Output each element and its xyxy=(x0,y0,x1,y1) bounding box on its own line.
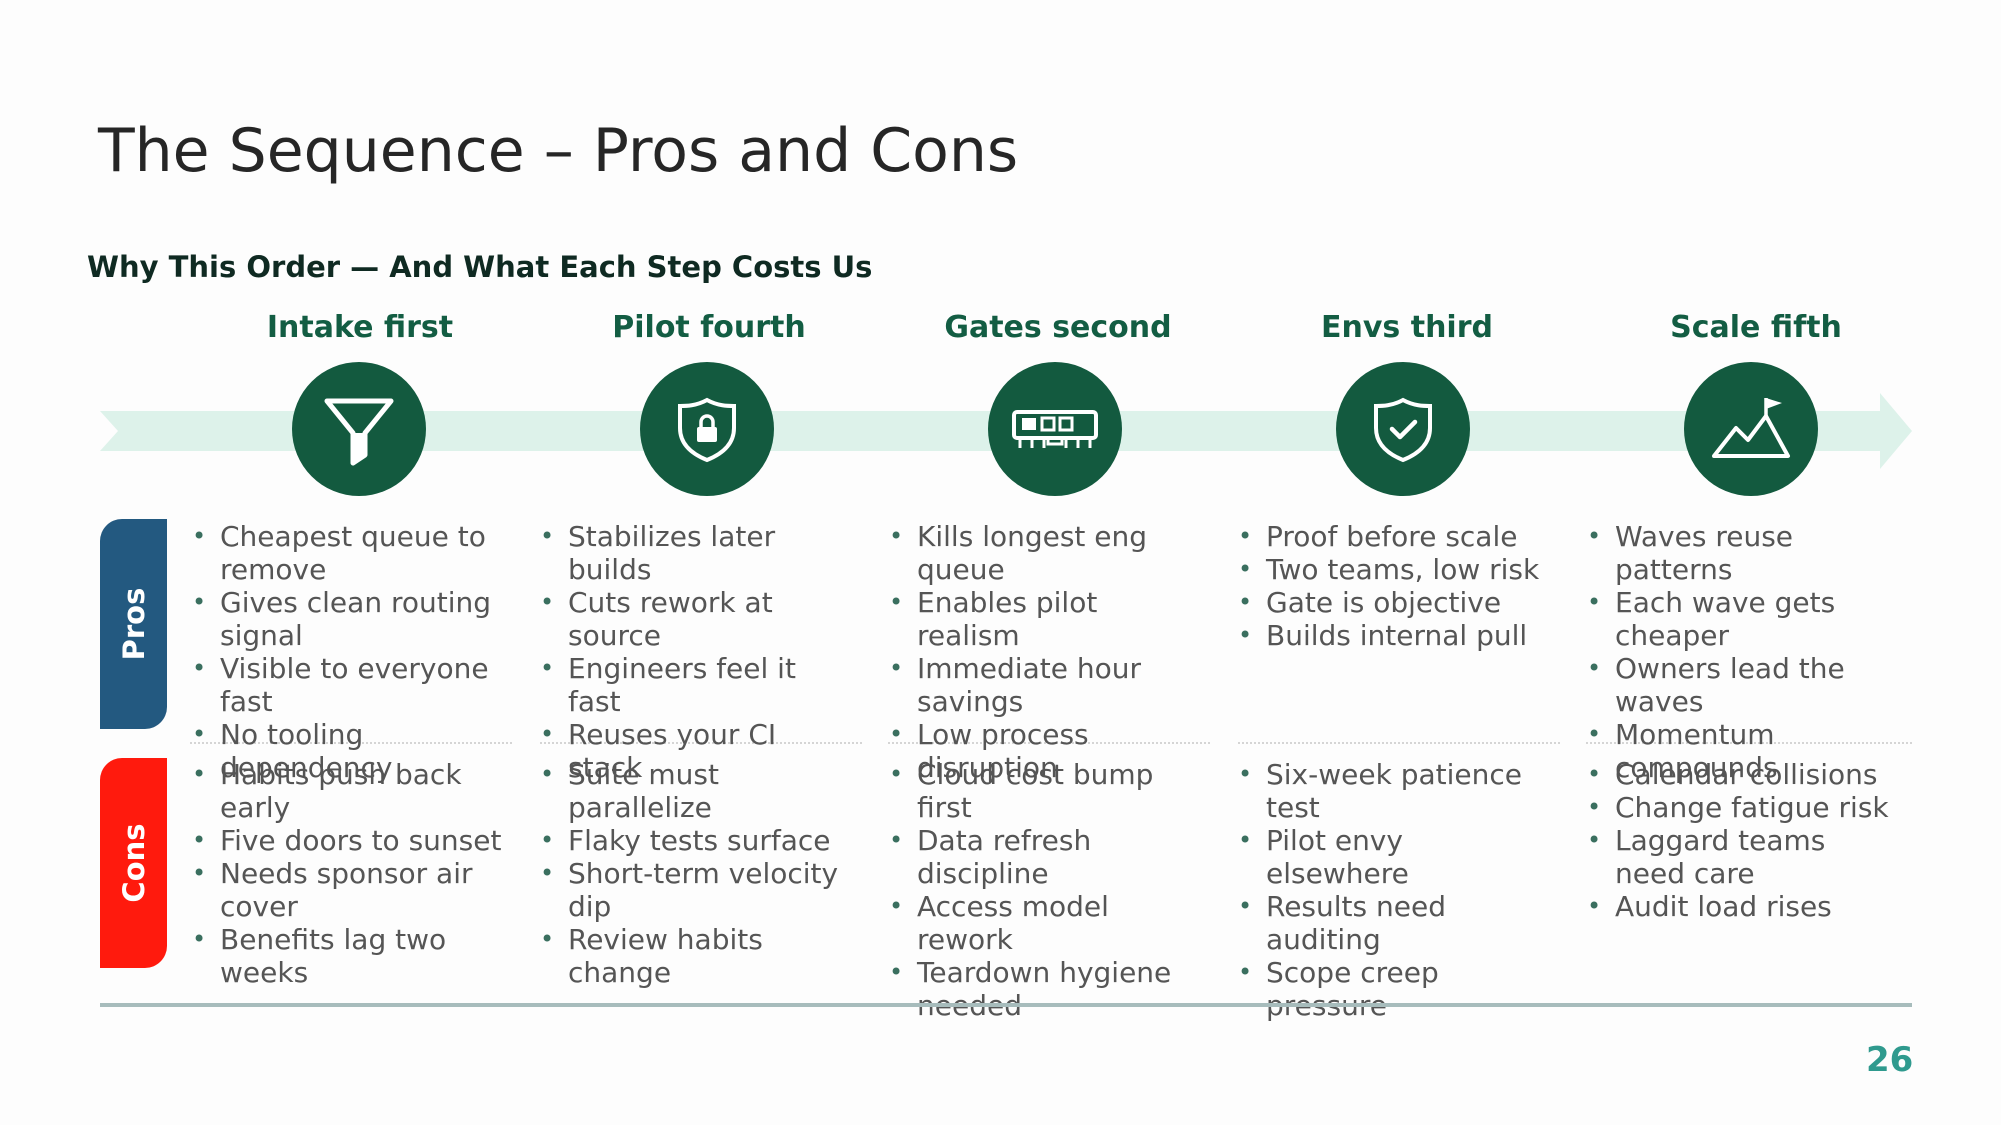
pros-list-scale: Waves reuse patterns Each wave gets chea… xyxy=(1585,520,1900,784)
pros-label: Pros xyxy=(116,587,151,661)
divider xyxy=(1238,742,1560,744)
cons-item: Laggard teams need care xyxy=(1585,824,1900,890)
step-label-intake: Intake first xyxy=(266,310,454,345)
step-circle-pilot xyxy=(640,362,774,496)
cons-list-pilot: Suite must parallelize Flaky tests surfa… xyxy=(538,758,853,989)
page-number: 26 xyxy=(1866,1040,1914,1080)
pros-item: Cheapest queue to remove xyxy=(190,520,505,586)
cons-list-envs: Six-week patience test Pilot envy elsewh… xyxy=(1236,758,1551,1022)
pros-item: Two teams, low risk xyxy=(1236,553,1551,586)
step-label-pilot: Pilot fourth xyxy=(612,310,806,345)
cons-item: Access model rework xyxy=(887,890,1202,956)
cons-item: Habits push back early xyxy=(190,758,505,824)
cons-item: Flaky tests surface xyxy=(538,824,853,857)
footer-rule xyxy=(100,1003,1912,1007)
slide-title: The Sequence – Pros and Cons xyxy=(98,116,1019,186)
cons-item: Suite must parallelize xyxy=(538,758,853,824)
pros-item: Gives clean routing signal xyxy=(190,586,505,652)
step-circle-intake xyxy=(292,362,426,496)
pros-item: Builds internal pull xyxy=(1236,619,1551,652)
cons-item: Teardown hygiene needed xyxy=(887,956,1202,1022)
shield-check-icon xyxy=(1374,397,1432,463)
cons-item: Review habits change xyxy=(538,923,853,989)
pros-list-pilot: Stabilizes later builds Cuts rework at s… xyxy=(538,520,853,784)
cons-item: Scope creep pressure xyxy=(1236,956,1551,1022)
cons-item: Calendar collisions xyxy=(1585,758,1900,791)
cons-item: Audit load rises xyxy=(1585,890,1900,923)
cons-item: Cloud cost bump first xyxy=(887,758,1202,824)
funnel-icon xyxy=(324,398,394,466)
pros-item: Stabilizes later builds xyxy=(538,520,853,586)
step-label-scale: Scale fifth xyxy=(1670,310,1842,345)
pros-list-gates: Kills longest eng queue Enables pilot re… xyxy=(887,520,1202,784)
pros-item: Proof before scale xyxy=(1236,520,1551,553)
pros-item: Visible to everyone fast xyxy=(190,652,505,718)
cons-label: Cons xyxy=(116,823,151,903)
cons-list-intake: Habits push back early Five doors to sun… xyxy=(190,758,505,989)
cons-item: Data refresh discipline xyxy=(887,824,1202,890)
cons-item: Short-term velocity dip xyxy=(538,857,853,923)
step-circle-envs xyxy=(1336,362,1470,496)
pros-item: Waves reuse patterns xyxy=(1585,520,1900,586)
pros-tab: Pros xyxy=(100,519,167,729)
shield-lock-icon xyxy=(678,397,736,463)
step-circle-scale xyxy=(1684,362,1818,496)
pros-item: Owners lead the waves xyxy=(1585,652,1900,718)
pros-item: Each wave gets cheaper xyxy=(1585,586,1900,652)
step-label-gates: Gates second xyxy=(944,310,1172,345)
cons-list-scale: Calendar collisions Change fatigue risk … xyxy=(1585,758,1900,923)
mountain-flag-icon xyxy=(1712,398,1790,458)
cons-tab: Cons xyxy=(100,758,167,968)
pros-item: Immediate hour savings xyxy=(887,652,1202,718)
pros-item: Kills longest eng queue xyxy=(887,520,1202,586)
cons-list-gates: Cloud cost bump first Data refresh disci… xyxy=(887,758,1202,1022)
cons-item: Five doors to sunset xyxy=(190,824,505,857)
cons-item: Six-week patience test xyxy=(1236,758,1551,824)
step-label-envs: Envs third xyxy=(1321,310,1493,345)
cons-item: Pilot envy elsewhere xyxy=(1236,824,1551,890)
pros-list-intake: Cheapest queue to remove Gives clean rou… xyxy=(190,520,505,784)
cons-item: Needs sponsor air cover xyxy=(190,857,505,923)
pros-item: Enables pilot realism xyxy=(887,586,1202,652)
server-rack-icon xyxy=(1012,410,1098,448)
cons-item: Benefits lag two weeks xyxy=(190,923,505,989)
pros-item: Engineers feel it fast xyxy=(538,652,853,718)
pros-list-envs: Proof before scale Two teams, low risk G… xyxy=(1236,520,1551,652)
step-circle-gates xyxy=(988,362,1122,496)
pros-item: Cuts rework at source xyxy=(538,586,853,652)
slide-subtitle: Why This Order — And What Each Step Cost… xyxy=(87,250,873,284)
pros-item: Gate is objective xyxy=(1236,586,1551,619)
cons-item: Change fatigue risk xyxy=(1585,791,1900,824)
cons-item: Results need auditing xyxy=(1236,890,1551,956)
